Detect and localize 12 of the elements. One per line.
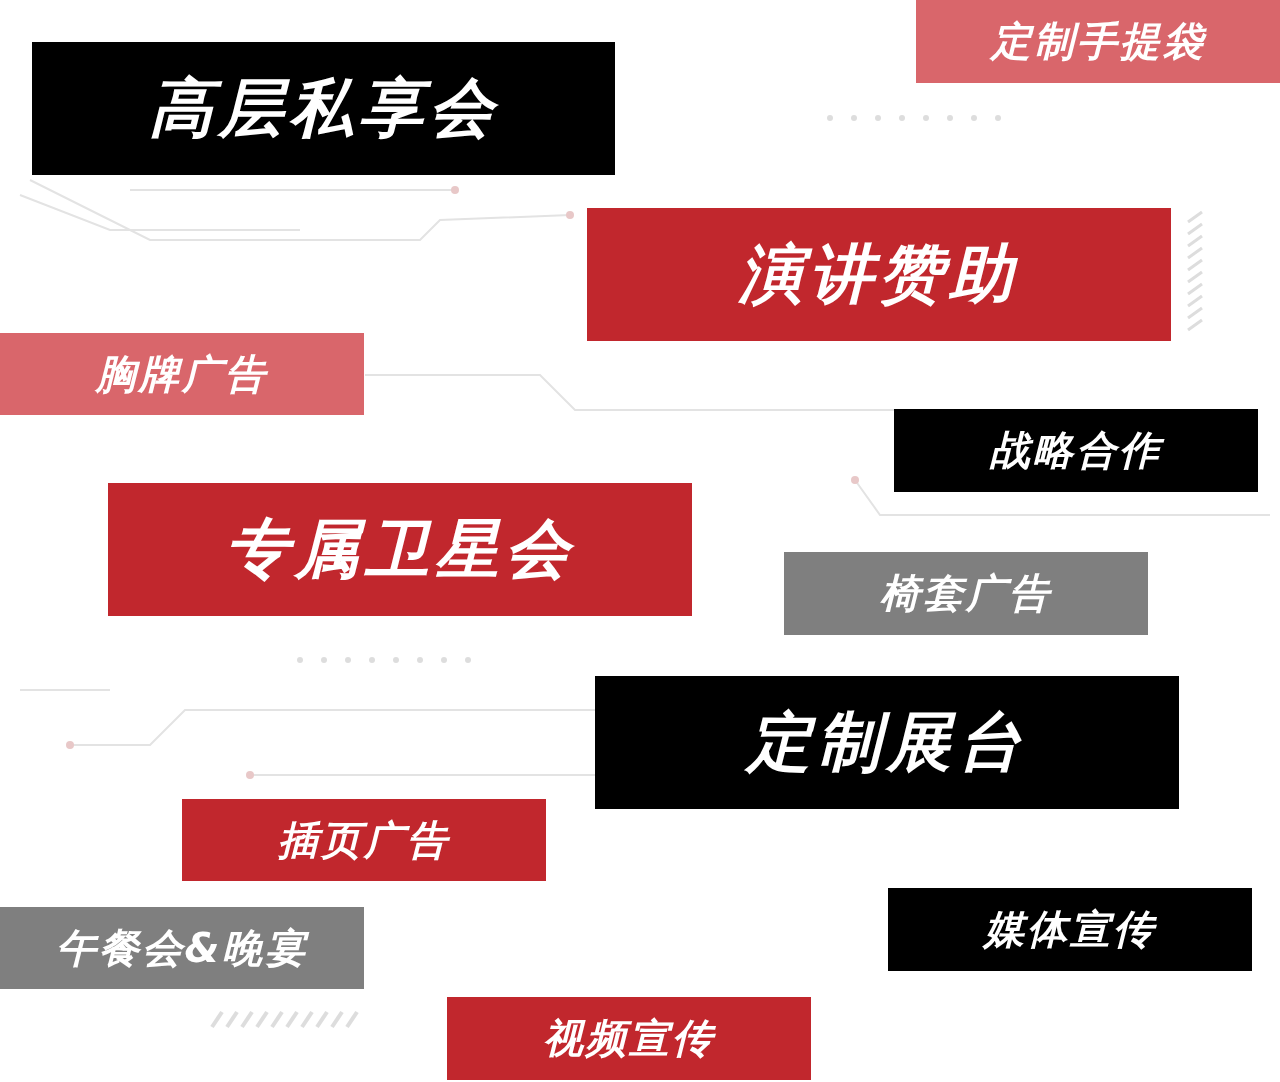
label-box: 高层私享会 [32, 42, 615, 175]
label-box: 午餐会&晚宴 [0, 907, 364, 989]
label-box: 专属卫星会 [108, 483, 692, 616]
label-box: 定制展台 [595, 676, 1179, 809]
label-box: 媒体宣传 [888, 888, 1252, 971]
label-box: 胸牌广告 [0, 333, 364, 415]
label-box: 视频宣传 [447, 997, 811, 1080]
label-box: 战略合作 [894, 409, 1258, 492]
label-box: 演讲赞助 [587, 208, 1171, 341]
label-box: 插页广告 [182, 799, 546, 881]
label-box: 定制手提袋 [916, 0, 1280, 83]
label-box: 椅套广告 [784, 552, 1148, 635]
